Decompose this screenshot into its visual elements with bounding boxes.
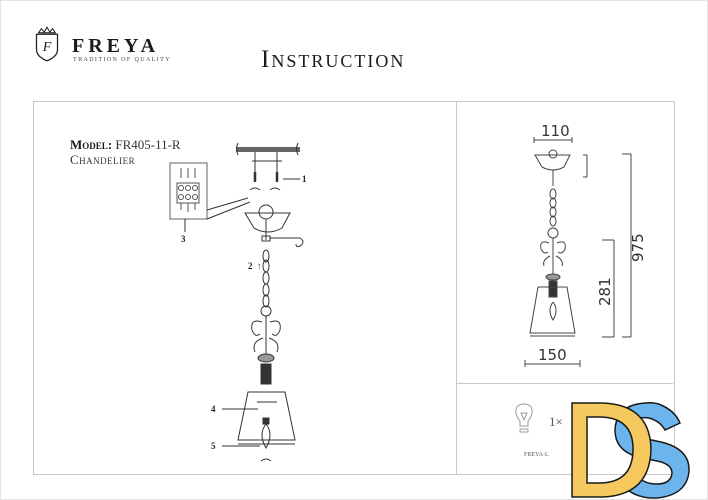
brand-tagline: TRADITION OF QUALITY: [73, 57, 171, 63]
model-code: FR405-11-R: [115, 137, 181, 152]
model-info: Model: FR405-11-R Chandelier: [70, 137, 181, 167]
model-label: Model:: [70, 137, 113, 152]
lightbulb-icon: [515, 403, 533, 433]
brand-name: FREYA: [72, 35, 160, 57]
horizontal-divider: [457, 383, 673, 384]
step-label-3: 3: [181, 234, 186, 244]
dim-total-height: 975: [629, 233, 647, 262]
step-label-4: 4: [211, 404, 216, 414]
step-label-1: 1: [302, 174, 307, 184]
svg-text:↑: ↑: [257, 261, 262, 271]
product-type: Chandelier: [70, 152, 136, 167]
step-label-5: 5: [211, 441, 216, 451]
dim-body-height: 281: [596, 277, 614, 306]
step-label-2: 2: [248, 261, 253, 271]
dim-shade-width: 150: [538, 346, 567, 364]
vertical-divider: [456, 101, 457, 474]
bulb-code: FREYA-L: [524, 452, 549, 458]
instruction-frame: [33, 101, 675, 475]
crest-letter: F: [42, 40, 52, 55]
dim-top-width: 110: [541, 122, 570, 140]
bulb-quantity: 1×: [549, 414, 563, 429]
page-title: Instruction: [261, 46, 406, 73]
freya-crest-logo: F: [35, 26, 59, 62]
ds-watermark-logo: [571, 402, 690, 499]
